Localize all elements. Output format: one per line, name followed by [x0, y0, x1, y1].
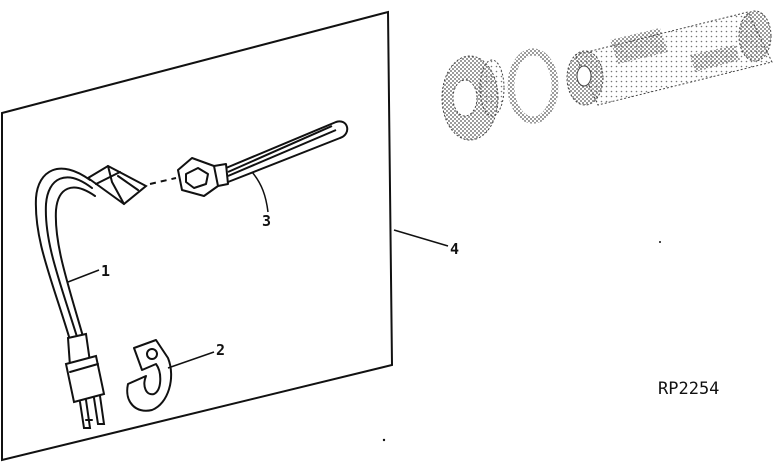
connection-line	[149, 177, 177, 185]
leader-lines	[67, 171, 449, 369]
callout-2: 2	[216, 341, 225, 359]
callout-4: 4	[450, 240, 459, 258]
heater-housing-background	[441, 10, 773, 141]
speck	[382, 438, 386, 442]
callout-1: 1	[101, 262, 110, 280]
heater-element	[177, 120, 349, 197]
kit-card	[1, 10, 394, 462]
power-cord	[34, 164, 148, 429]
reference-code: RP2254	[658, 379, 719, 399]
clamp	[126, 339, 173, 412]
speck	[659, 241, 661, 243]
callout-3: 3	[262, 212, 271, 230]
